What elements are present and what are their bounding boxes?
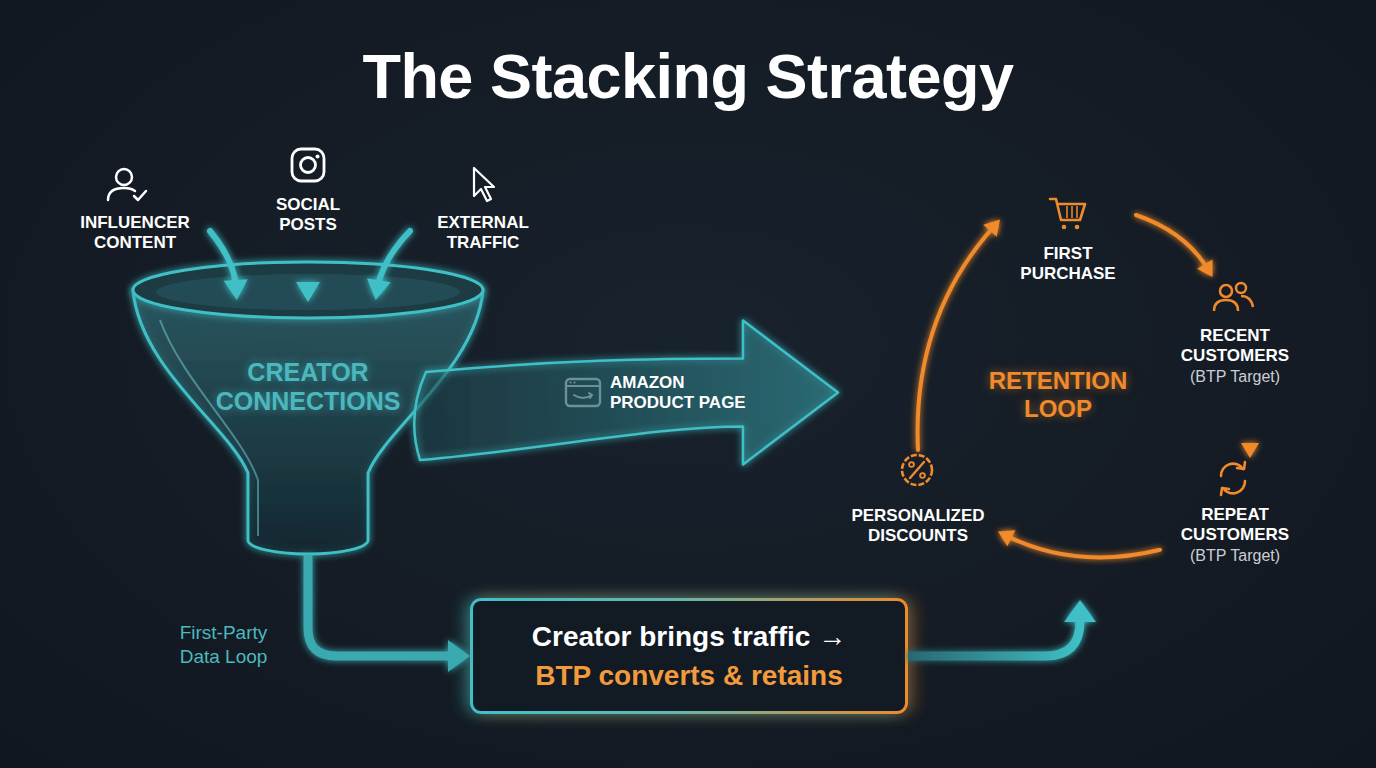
social-icon: [301, 158, 316, 173]
flow-line: [378, 231, 410, 288]
flow-line: [210, 231, 236, 288]
browser-icon: [569, 381, 571, 383]
loop-step: FIRST PURCHASE: [1000, 192, 1136, 284]
arrow-head: [1197, 260, 1212, 277]
source-node: EXTERNAL TRAFFIC: [410, 165, 556, 253]
funnel-mouth: [156, 274, 460, 310]
social-icon: [316, 155, 320, 159]
people-icon: [1214, 300, 1238, 311]
repeat-icon: [1221, 464, 1243, 476]
discount-icon: [909, 462, 914, 467]
flow-line: [1248, 387, 1252, 449]
node-text: CREATOR CONNECTIONS: [208, 358, 408, 416]
funnel-rim: [133, 262, 483, 318]
person-icon: [108, 188, 135, 200]
browser-icon: [566, 379, 600, 406]
check-icon: [134, 191, 146, 200]
edge-label: First-Party Data Loop: [161, 621, 286, 669]
funnel-node: CREATOR CONNECTIONS: [130, 258, 486, 558]
flow-arrow: [918, 220, 1000, 450]
social-icon: [292, 149, 324, 181]
arrow-head: [998, 530, 1015, 546]
arrow-head: [983, 220, 1000, 237]
people-icon: [1241, 296, 1253, 307]
node-text: INFLUENCER CONTENT: [60, 213, 210, 253]
flow-arrow: [414, 321, 838, 465]
summary-box: Creator brings traffic →BTP converts & r…: [470, 598, 908, 714]
arrow-head: [296, 282, 320, 302]
flow-line: [308, 555, 457, 656]
arrow-head: [224, 279, 248, 300]
repeat-icon: [1221, 488, 1229, 495]
funnel-highlight: [160, 320, 258, 536]
person-icon: [116, 169, 132, 185]
node-text: BTP converts & retains: [535, 656, 843, 695]
smile-icon: [574, 393, 592, 398]
flow-arrow: [296, 235, 320, 302]
flow-arrow: [1136, 215, 1213, 277]
flow-band-arrow: [414, 321, 838, 465]
flow-line: [918, 226, 994, 450]
source-node: INFLUENCER CONTENT: [60, 165, 210, 253]
cart-icon: [1067, 206, 1077, 218]
node-text: (BTP Target): [1190, 366, 1280, 387]
people-icon: [1220, 285, 1232, 297]
discount-icon: [910, 462, 924, 478]
discount-icon: [902, 455, 932, 485]
repeat-icon: [1223, 481, 1245, 493]
node-text: (BTP Target): [1190, 545, 1280, 566]
arrow-head: [1241, 443, 1259, 458]
flow-line: [908, 613, 1080, 656]
flow-line: [305, 235, 311, 290]
flow-arrow: [998, 530, 1160, 557]
loop-step: PERSONALIZED DISCOUNTS: [838, 450, 998, 546]
node-text: FIRST PURCHASE: [1000, 244, 1136, 284]
arrow-head: [448, 640, 470, 672]
flow-arrow: [1241, 387, 1259, 458]
diagram-title: The Stacking Strategy: [0, 40, 1376, 112]
arrow-head: [367, 278, 391, 300]
arrow-head: [1064, 600, 1096, 622]
node-text: RECENT CUSTOMERS: [1160, 326, 1310, 366]
browser-icon: [566, 385, 600, 387]
flow-arrow: [210, 231, 248, 300]
node-text: REPEAT CUSTOMERS: [1160, 505, 1310, 545]
discount-icon: [920, 473, 925, 478]
flow-line: [1006, 536, 1160, 558]
cart-icon: [1075, 225, 1080, 230]
people-icon: [1236, 283, 1246, 293]
flow-arrow: [367, 231, 410, 300]
node-text: EXTERNAL TRAFFIC: [410, 213, 556, 253]
node-text: SOCIAL POSTS: [250, 195, 366, 235]
loop-node: RETENTION LOOP FIRST PURCHASE RECENT CUSTO…: [838, 185, 1308, 600]
cursor-icon: [474, 168, 494, 201]
repeat-icon: [1237, 462, 1245, 469]
node-text: RETENTION LOOP: [973, 367, 1143, 423]
browser-icon: [573, 381, 575, 383]
cart-icon: [1050, 199, 1085, 220]
cart-icon: [1062, 225, 1067, 230]
node-text: PERSONALIZED DISCOUNTS: [838, 506, 998, 546]
flow-line: [1136, 215, 1208, 269]
funnel-body: [133, 290, 483, 554]
node-text: Creator brings traffic →: [532, 617, 846, 656]
edge-label: AMAZON PRODUCT PAGE: [610, 373, 750, 413]
loop-step: REPEAT CUSTOMERS(BTP Target): [1160, 458, 1310, 566]
loop-step: RECENT CUSTOMERS(BTP Target): [1160, 277, 1310, 387]
flow-arrow: [308, 555, 470, 672]
flow-arrow: [908, 600, 1096, 656]
source-node: SOCIAL POSTS: [250, 145, 366, 235]
